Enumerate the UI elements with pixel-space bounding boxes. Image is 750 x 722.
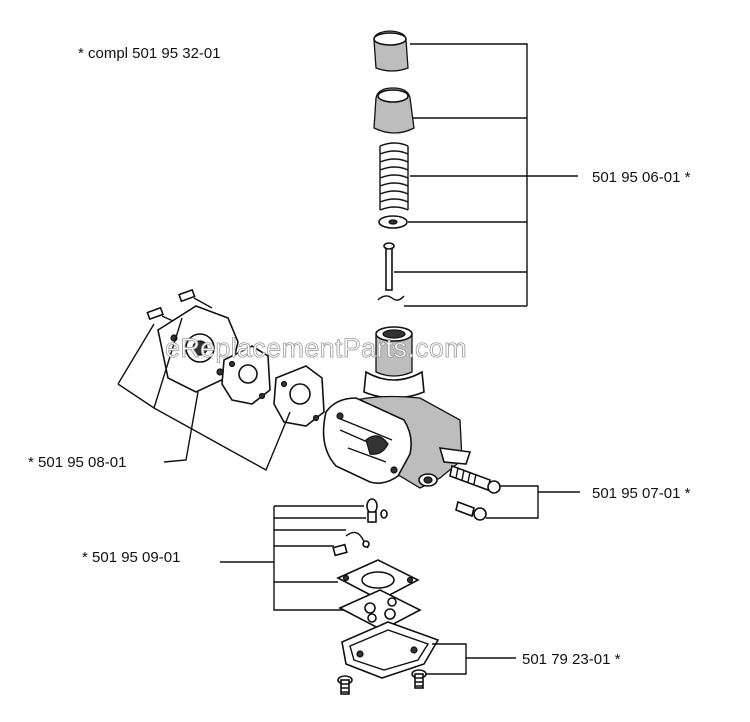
cover-plate-part (341, 621, 440, 679)
cover-screw-right (411, 669, 427, 689)
assembly-note: * compl 501 95 32-01 (78, 45, 221, 62)
manifold-kit-label: * 501 95 08-01 (28, 454, 126, 471)
adjust-screw-lower (455, 500, 487, 521)
cover-kit-label: 501 79 23-01 * (522, 651, 621, 668)
manifold-kit-bracket (117, 317, 291, 471)
screw-kit-label: 501 95 07-01 * (592, 485, 691, 502)
pin-part (380, 509, 388, 519)
spring-small-part (332, 543, 348, 557)
lever-part (345, 531, 370, 549)
clip-part (377, 295, 405, 301)
spring-part (379, 142, 409, 211)
pump-diaphragm-part (336, 559, 420, 601)
pump-gasket-part (338, 589, 422, 631)
screw-kit-bracket (486, 485, 580, 519)
adjust-screw-upper (449, 464, 501, 494)
gasket-part-1 (221, 345, 271, 405)
small-screw-part (366, 498, 378, 523)
watermark-text: eReplacementParts.com (165, 333, 467, 363)
needle-part (383, 242, 395, 291)
gasket-part-2 (273, 365, 325, 427)
cover-kit-bracket (426, 643, 516, 675)
nozzle-cap-part (373, 30, 409, 72)
pump-kit-bracket (220, 505, 366, 611)
pump-kit-label: * 501 95 09-01 (82, 549, 180, 566)
nozzle-kit-label: 501 95 06-01 * (592, 169, 691, 186)
nozzle-kit-bracket (394, 43, 578, 307)
washer-part (378, 215, 408, 229)
cover-screw-left (337, 675, 353, 695)
manifold-part (157, 305, 239, 393)
carburetor-body (322, 326, 472, 489)
nozzle-body-part (373, 87, 415, 134)
screw-left-upper (178, 288, 213, 309)
